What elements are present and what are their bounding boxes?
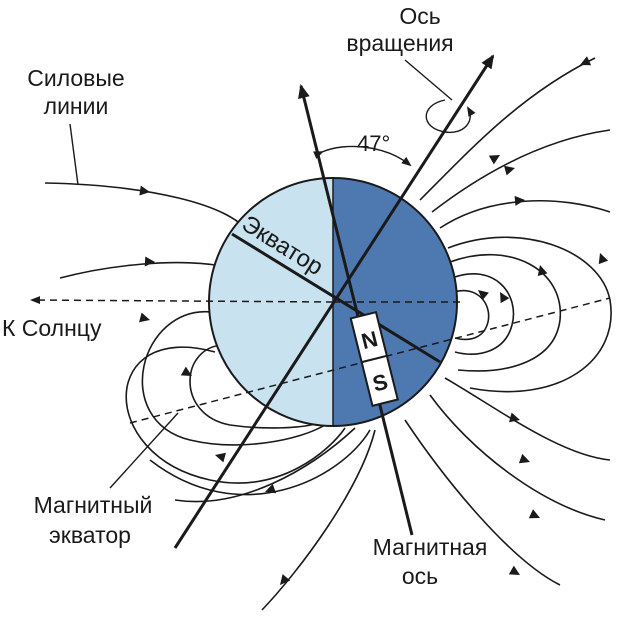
field-line xyxy=(141,311,326,446)
to-sun-label: К Солнцу xyxy=(2,315,102,341)
field-line xyxy=(451,273,515,355)
field-arrow xyxy=(528,509,540,519)
field-line xyxy=(174,427,356,503)
field-arrow xyxy=(598,253,609,265)
field-arrow xyxy=(509,412,520,423)
field-line xyxy=(149,429,371,496)
rotation-arrow xyxy=(425,99,476,134)
field-line xyxy=(447,236,612,393)
field-line xyxy=(444,377,611,461)
sun-direction-line xyxy=(30,296,334,305)
field-arrow xyxy=(215,452,226,463)
field-line xyxy=(125,346,346,484)
field-line-arrows xyxy=(139,56,609,585)
field-arrow xyxy=(139,185,150,196)
field-lines-label-line1: Силовые xyxy=(27,65,124,91)
field-arrow xyxy=(139,312,150,323)
field-arrow xyxy=(508,565,520,575)
field-lines xyxy=(44,57,612,611)
field-line xyxy=(431,129,611,213)
rotation-axis xyxy=(173,54,495,549)
angle-label: 47° xyxy=(357,131,390,156)
magnetic-equator-line xyxy=(129,297,611,424)
field-arrow xyxy=(518,453,530,464)
rotation-axis-leader xyxy=(404,59,453,101)
magnet-north-label: N xyxy=(359,326,380,354)
field-line xyxy=(419,57,596,201)
field-arrow xyxy=(488,155,501,165)
rotation-axis-label-line1: Ось xyxy=(399,3,440,29)
magnet-south-label: S xyxy=(370,369,390,397)
field-arrow xyxy=(514,195,525,206)
magnetic-axis-label-line2: ось xyxy=(402,563,438,589)
field-arrow xyxy=(265,483,277,494)
bar-magnet: N S xyxy=(349,310,399,407)
magnetic-equator-label-line1: Магнитный xyxy=(34,492,153,518)
field-line xyxy=(439,199,611,229)
field-arrow xyxy=(537,265,548,276)
field-line xyxy=(404,419,561,586)
field-line xyxy=(261,429,376,611)
magnetic-equator-label-line2: экватор xyxy=(49,522,131,548)
field-line xyxy=(449,253,561,372)
field-arrow xyxy=(580,56,592,66)
magnetic-axis-label-line1: Магнитная xyxy=(373,534,488,560)
field-arrow xyxy=(478,290,489,301)
field-line xyxy=(453,289,490,341)
field-lines-label-line2: линии xyxy=(44,93,109,119)
field-arrow xyxy=(504,165,515,176)
magnetic-equator-leader xyxy=(109,412,179,489)
field-lines-leader xyxy=(69,123,79,186)
field-line xyxy=(59,261,223,279)
magnet-divider xyxy=(361,354,388,364)
field-line xyxy=(429,394,606,521)
rotation-axis-label-line2: вращения xyxy=(346,30,453,56)
field-arrow xyxy=(500,292,510,304)
field-line xyxy=(189,344,316,429)
field-arrow xyxy=(180,366,192,376)
field-arrow xyxy=(280,574,291,585)
field-arrow xyxy=(144,256,155,267)
angle-arc xyxy=(313,145,412,167)
